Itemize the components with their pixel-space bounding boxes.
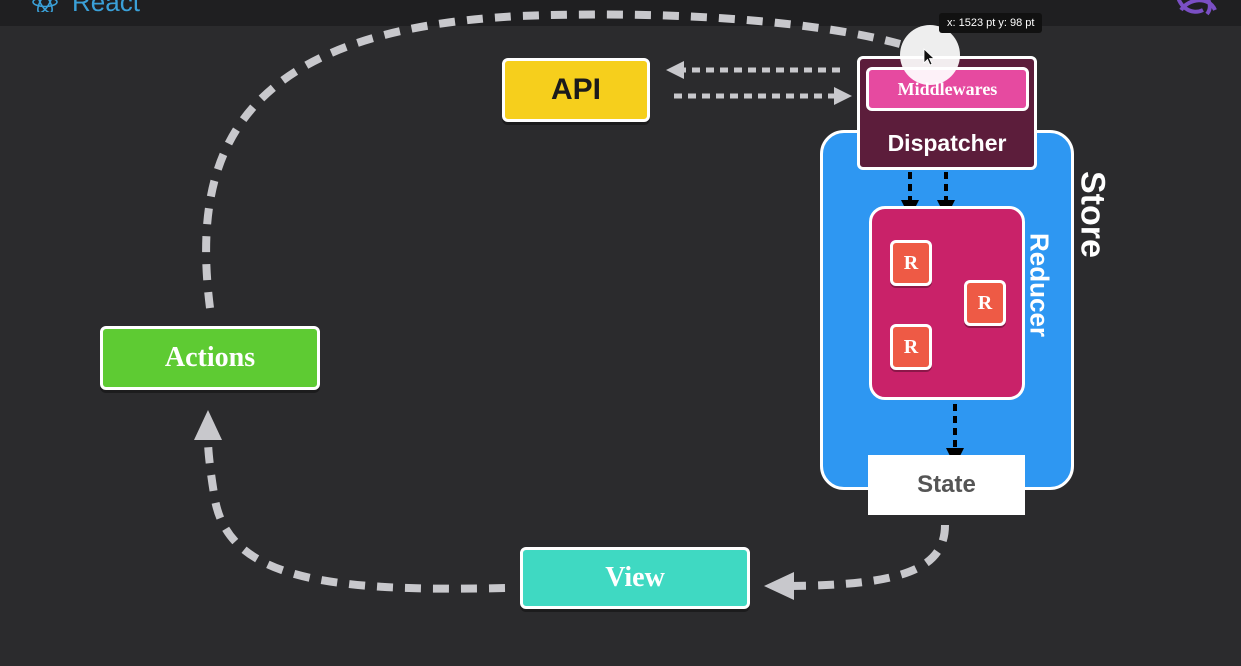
state-node: State <box>868 455 1025 515</box>
flow-state-to-view <box>789 524 949 590</box>
flow-arrowhead-middlewares <box>834 87 852 105</box>
header-title: React <box>72 0 140 17</box>
redux-logo-icon <box>1177 0 1217 16</box>
reducer-item: R <box>964 280 1006 326</box>
flow-actions-to-dispatcher <box>202 10 902 309</box>
flow-arrowhead-api <box>666 61 684 79</box>
header-brand: React <box>32 0 140 17</box>
reducer-label: Reducer <box>1024 232 1055 338</box>
flow-arrowhead-view <box>764 572 794 600</box>
mouse-pointer-icon <box>923 48 935 66</box>
actions-node: Actions <box>100 326 320 390</box>
view-node: View <box>520 547 750 609</box>
store-label: Store <box>1073 170 1112 258</box>
reducer-item: R <box>890 240 932 286</box>
react-atom-icon <box>32 0 58 12</box>
flow-arrowhead-actions <box>194 410 222 440</box>
cursor-coordinate-readout: x: 1523 pt y: 98 pt <box>939 13 1043 33</box>
reducer-item: R <box>890 324 932 370</box>
api-node: API <box>502 58 650 122</box>
dispatcher-label: Dispatcher <box>887 130 1007 156</box>
